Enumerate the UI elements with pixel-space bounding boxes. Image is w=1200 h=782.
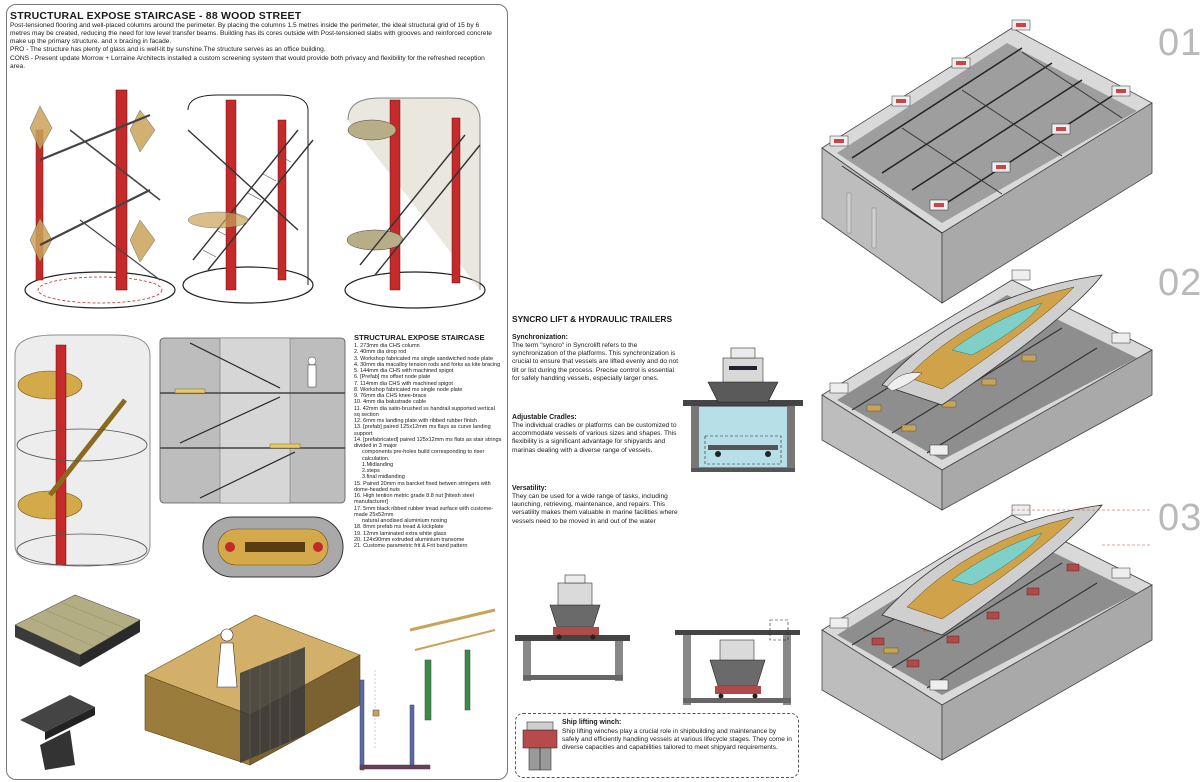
exploded-detail-drawing <box>359 608 496 771</box>
winch-icon <box>522 721 558 771</box>
parts-list-item: 9. 76mm dia CHS knee-brace <box>354 393 427 399</box>
parts-list-item: 11. 42mm dia satin-brushed ss handrail s… <box>354 405 495 418</box>
parts-list-item: 10. 4mm dia balustrade cable <box>354 399 427 406</box>
parts-list-item: 18. 8mm prefab ms tread & kickplate <box>354 524 444 531</box>
parts-list-item: 3.final midlanding <box>362 474 405 481</box>
facade-screen-axonometric <box>144 614 361 766</box>
parts-list-item: 16. High tention metric grade 8.8 nut [h… <box>354 493 474 506</box>
parts-list-item: 17. 5mm black ribbed rubber tread surfac… <box>354 505 494 518</box>
parts-list-item: 2. 40mm dia drop rod <box>354 349 407 356</box>
staircase-glazed-drawing <box>344 97 486 309</box>
ship-cradle-section-left <box>515 574 630 681</box>
staircase-flight-drawing <box>182 94 314 304</box>
staircase-intro: Post-tensioned flooring and well-placed … <box>10 22 492 46</box>
parts-list-item: 13. [prefab] paired 125x12mm ms flays as… <box>354 424 491 437</box>
sync-text: The term "syncro" in Syncrolift refers t… <box>512 342 679 382</box>
stage-number-01: 01 <box>1158 22 1200 64</box>
parts-list-title: STRUCTURAL EXPOSE STAIRCASE <box>354 333 485 342</box>
versatility-text: They can be used for a wide range of tas… <box>512 493 678 525</box>
ship-lift-water-section <box>683 347 803 472</box>
parts-list-item: 20. 124x90mm extruded aluminium transome <box>354 536 465 543</box>
staircase-bracing-drawing <box>24 89 176 309</box>
parts-list-item: 19. 12mm laminated extra white glass <box>354 530 447 537</box>
cradles-text: The individual cradles or platforms can … <box>512 422 677 454</box>
parts-list-item: 12. 6mm ms landing plate with ribbed rub… <box>354 418 477 424</box>
ship-cradle-section-right <box>675 619 800 705</box>
parts-list-item: 4. 30mm dia macalloy tension rods and fo… <box>354 361 501 368</box>
winch-text: Ship lifting winches play a crucial role… <box>562 728 792 752</box>
parts-list-item: 14. [prefabricated] paired 125x12mm ms f… <box>354 436 502 449</box>
stage-03-trailer-axonometric <box>821 504 1153 761</box>
parts-list-item: 8. Workshop fabricated ms single node pl… <box>354 386 463 393</box>
parts-list-item: 1.Midlanding <box>362 461 394 468</box>
winch-callout <box>515 713 799 778</box>
stage-number-03: 03 <box>1158 497 1200 539</box>
parts-list-item: 15. Paired 20mm ms barcket fixed betwen … <box>354 480 491 493</box>
staircase-section-drawing <box>159 337 346 504</box>
staircase-plan-drawing <box>202 516 344 578</box>
parts-list-item: 7. 114mm dia CHS with machined spigot <box>354 380 453 387</box>
parts-list: 1. 273mm dia CHS column 2. 40mm dia drop… <box>354 343 502 549</box>
syncro-title: SYNCRO LIFT & HYDRAULIC TRAILERS <box>512 314 673 324</box>
stage-number-02: 02 <box>1158 262 1200 304</box>
parts-list-item: 21. Custome parametric frit & Frit band … <box>354 543 468 549</box>
staircase-title: STRUCTURAL EXPOSE STAIRCASE - 88 WOOD ST… <box>10 10 302 22</box>
pro-text: PRO - The structure has plenty of glass … <box>10 46 326 53</box>
sync-heading: Synchronization: <box>512 334 568 341</box>
parts-list-item: natural anodised aluminium nosing <box>362 518 447 524</box>
parts-list-item: 5. 144mm dia CHS with machined spigot <box>354 368 454 374</box>
parts-list-item: 3. Workshop fabricated ms single sandwic… <box>354 355 494 362</box>
parts-list-item: components pre-holes build corresponding… <box>362 449 485 462</box>
stage-02-ship-axonometric <box>821 269 1153 511</box>
floor-slab-axonometric <box>14 594 141 770</box>
parts-list-item: 2.steps <box>362 468 380 474</box>
winch-title: Ship lifting winch: <box>562 719 622 726</box>
versatility-heading: Versatility: <box>512 485 547 492</box>
stage-01-dock-axonometric <box>821 19 1153 304</box>
staircase-timber-drawing <box>14 334 151 567</box>
cons-text: CONS - Present update Morrow + Lorraine … <box>10 55 485 70</box>
parts-list-item: 1. 273mm dia CHS column <box>354 343 420 349</box>
cradles-heading: Adjustable Cradles: <box>512 414 577 421</box>
parts-list-item: 6. [Prefab] ms offset node plate <box>354 374 431 381</box>
